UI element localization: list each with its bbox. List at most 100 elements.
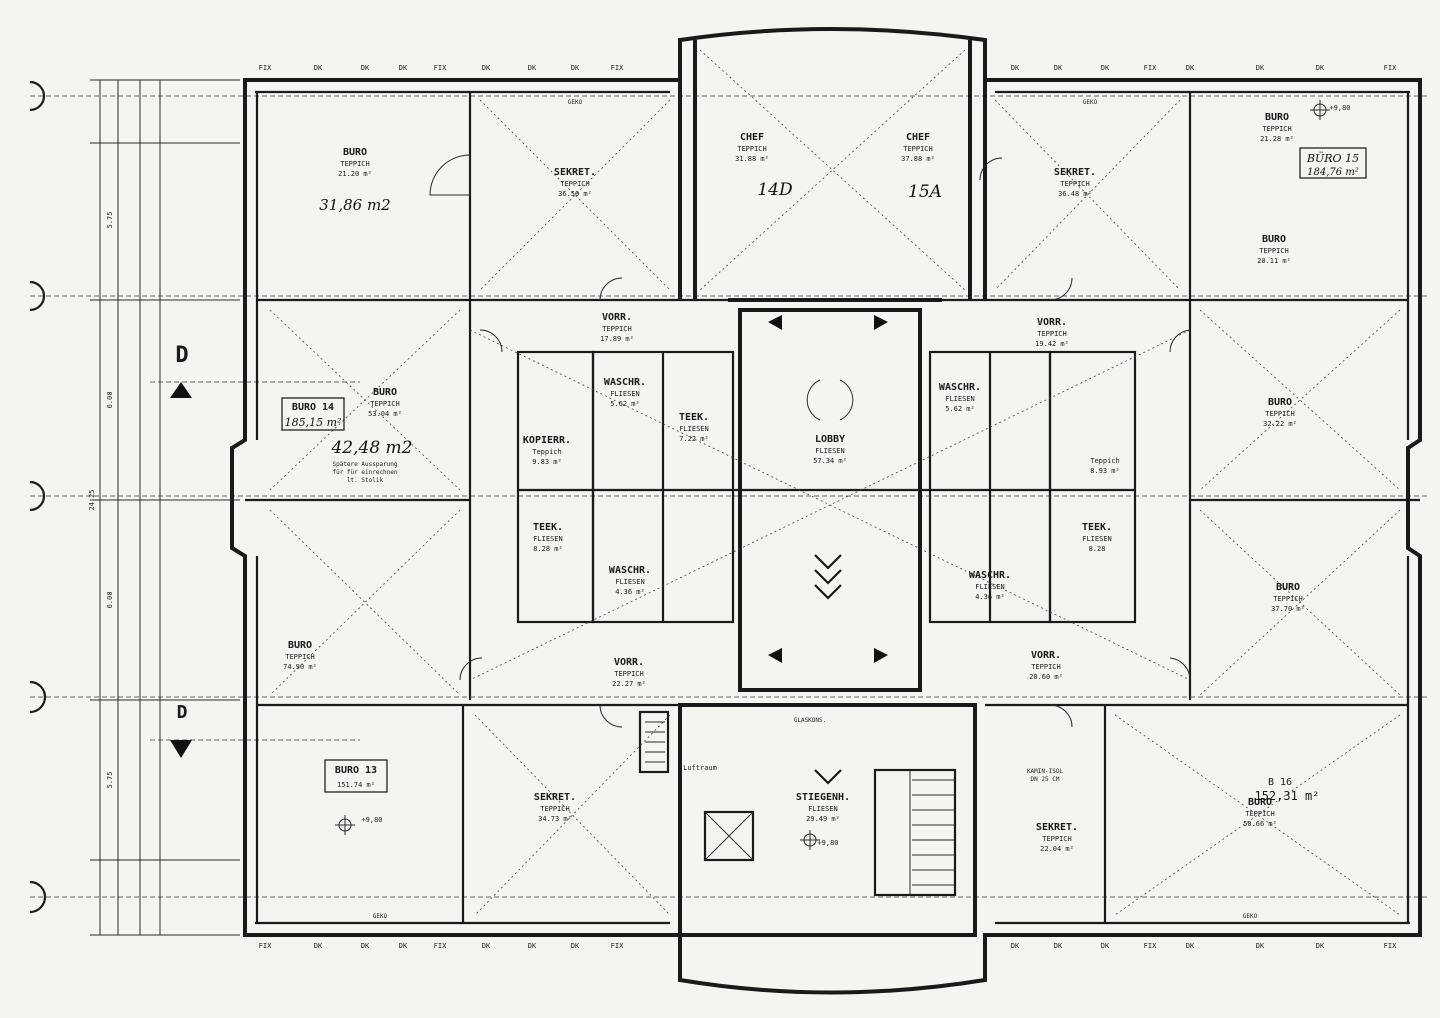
room-area-chef-w: 31.88 m²	[735, 155, 769, 163]
room-name-sekret-ne: SEKRET.	[1054, 167, 1096, 178]
dim-600-bottom: 6.00	[106, 592, 114, 609]
room-area-sekret-nw: 36.50 m²	[558, 190, 592, 198]
room-name-vorr-ne: VORR.	[1037, 317, 1067, 328]
level-label-ne: +9,80	[1329, 104, 1350, 112]
room-finish-wasch-3: FLIESEN	[615, 578, 645, 586]
window-label-top-12: FIX	[1144, 64, 1157, 72]
window-label-bottom-16: FIX	[1384, 942, 1397, 950]
room-area-teppich-e: 8.93 m²	[1090, 467, 1120, 475]
buro15-box-area: 184,76 m²	[1307, 167, 1359, 178]
room-finish-vorr-sw: TEPPICH	[614, 670, 644, 678]
room-name-lobby: LOBBY	[815, 434, 845, 445]
window-label-bottom-15: DK	[1316, 942, 1325, 950]
room-name-wasch-1: WASCHR.	[604, 377, 646, 388]
window-label-top-2: DK	[361, 64, 370, 72]
window-label-top-7: DK	[571, 64, 580, 72]
ceiling-diagonals	[269, 49, 1401, 916]
room-area-buro-ne: 21.28 m²	[1260, 135, 1294, 143]
room-area-teek-2: 8.28 m²	[533, 545, 563, 553]
window-label-bottom-11: DK	[1101, 942, 1110, 950]
room-finish-kopierr: Teppich	[532, 448, 562, 456]
buro13-box-area: 151.74 m²	[337, 781, 375, 789]
room-finish-buro-e: TEPPICH	[1265, 410, 1295, 418]
room-area-chef-e: 37.88 m²	[901, 155, 935, 163]
room-finish-vorr-nw: TEPPICH	[602, 325, 632, 333]
room-area-wasch-3: 4.36 m²	[615, 588, 645, 596]
room-name-buro-e: BURO	[1268, 397, 1292, 408]
section-mark-bottom: D	[177, 702, 188, 723]
window-label-bottom-7: DK	[571, 942, 580, 950]
window-label-bottom-5: DK	[482, 942, 491, 950]
window-label-bottom-6: DK	[528, 942, 537, 950]
room-name-wasch-4: WASCHR.	[969, 570, 1011, 581]
room-finish-buro-se: TEPPICH	[1245, 810, 1275, 818]
glaskons-label: GLASKONS.	[794, 717, 827, 724]
room-name-chef-w: CHEF	[740, 132, 764, 143]
room-finish-lobby: FLIESEN	[815, 447, 845, 455]
room-name-chef-e: CHEF	[906, 132, 930, 143]
wall-label-3: GEKO	[373, 913, 388, 920]
window-label-top-8: FIX	[611, 64, 624, 72]
level-label-stair: +9,80	[817, 839, 838, 847]
room-area-stiegenh: 29.49 m²	[806, 815, 840, 823]
room-area-wasch-2: 5.62 m²	[945, 405, 975, 413]
room-name-kopierr: KOPIERR.	[523, 435, 571, 446]
left-dimension-chain: 5.75 6.00 24.25 6.00 5.75	[88, 79, 240, 936]
room-name-stiegenh: STIEGENH.	[796, 792, 850, 803]
room-finish-vorr-ne: TEPPICH	[1037, 330, 1067, 338]
room-finish-buro-ne2: TEPPICH	[1259, 247, 1289, 255]
room-area-lobby: 57.34 m²	[813, 457, 847, 465]
room-area-vorr-sw: 22.27 m²	[612, 680, 646, 688]
room-area-teek-1: 7.22 m²	[679, 435, 709, 443]
handwritten-chef-e: 15A	[908, 182, 942, 202]
section-mark-top: D	[175, 343, 188, 368]
window-label-top-5: DK	[482, 64, 491, 72]
room-name-wasch-3: WASCHR.	[609, 565, 651, 576]
window-label-bottom-9: DK	[1011, 942, 1020, 950]
window-label-top-6: DK	[528, 64, 537, 72]
window-label-top-4: FIX	[434, 64, 447, 72]
window-label-top-14: DK	[1256, 64, 1265, 72]
room-name-sekret-sw: SEKRET.	[534, 792, 576, 803]
room-name-vorr-sw: VORR.	[614, 657, 644, 668]
window-label-top-9: DK	[1011, 64, 1020, 72]
grid-axis-markers	[29, 80, 1430, 914]
note-line-2: für für einrechnen	[332, 469, 397, 476]
room-name-buro-ne: BURO	[1265, 112, 1289, 123]
window-label-top-11: DK	[1101, 64, 1110, 72]
handwritten-area-w: 42,48 m2	[330, 438, 412, 458]
room-name-teek-3: TEEK.	[1082, 522, 1112, 533]
kamin-note-2: DN 25 CM	[1031, 776, 1060, 783]
outer-walls	[230, 27, 1422, 995]
section-marker-d: D D	[150, 343, 360, 758]
buro14-box-label: BURO 14	[292, 402, 334, 413]
stairs	[645, 721, 955, 895]
room-area-vorr-se: 20.60 m²	[1029, 673, 1063, 681]
dim-2425: 24.25	[88, 489, 96, 510]
room-area-vorr-ne: 19.42 m²	[1035, 340, 1069, 348]
window-label-bottom-0: FIX	[259, 942, 272, 950]
room-finish-wasch-1: FLIESEN	[610, 390, 640, 398]
note-line-3: lt. Stolik	[347, 477, 384, 484]
interior-walls	[245, 40, 1420, 937]
room-finish-chef-e: TEPPICH	[903, 145, 933, 153]
buro15-box-label: BÜRO 15	[1306, 151, 1359, 165]
room-finish-sekret-nw: TEPPICH	[560, 180, 590, 188]
room-finish-teek-2: FLIESEN	[533, 535, 563, 543]
handwritten-chef-w: 14D	[757, 180, 793, 200]
window-label-bottom-1: DK	[314, 942, 323, 950]
room-area-sekret-ne: 36.48 m²	[1058, 190, 1092, 198]
room-finish-vorr-se: TEPPICH	[1031, 663, 1061, 671]
window-label-top-1: DK	[314, 64, 323, 72]
room-finish-sekret-se: TEPPICH	[1042, 835, 1072, 843]
room-area-buro-se: 50.66 m²	[1243, 820, 1277, 828]
room-finish-buro-ne: TEPPICH	[1262, 125, 1292, 133]
room-area-teek-3: 8.28	[1089, 545, 1106, 553]
b16-area: 152,31 m²	[1254, 789, 1319, 803]
room-area-buro-e: 32.22 m²	[1263, 420, 1297, 428]
dim-600-top: 6.00	[106, 392, 114, 409]
